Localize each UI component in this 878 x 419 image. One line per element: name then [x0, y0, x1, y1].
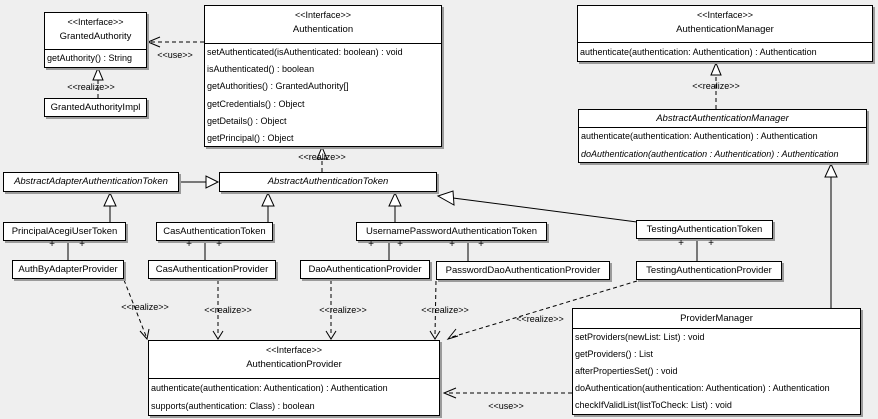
- class-provider-manager[interactable]: ProviderManager setProviders(newList: Li…: [572, 308, 861, 415]
- class-auth-by-adapter-provider[interactable]: AuthByAdapterProvider: [12, 260, 124, 279]
- use-label-bottom: <<use>>: [488, 401, 524, 411]
- class-granted-authority[interactable]: <<Interface>> GrantedAuthority getAuthor…: [44, 12, 147, 68]
- multiplicity-label: +: [79, 239, 85, 250]
- class-cas-authentication-provider[interactable]: CasAuthenticationProvider: [148, 260, 276, 279]
- realize-label-cas: <<realize>>: [204, 305, 252, 315]
- method-label: doAuthentication(authentication: Authent…: [575, 383, 830, 393]
- realize-label-manager: <<realize>>: [692, 81, 740, 91]
- realize-label-authbyadapter: <<realize>>: [121, 302, 169, 312]
- class-authentication-manager[interactable]: <<Interface>> AuthenticationManager auth…: [577, 5, 873, 62]
- stereotype-label: <<Interface>>: [265, 345, 323, 355]
- use-edge-providermanager-authenticationprovider: [442, 387, 572, 399]
- class-name: GrantedAuthority: [59, 31, 132, 42]
- class-cas-authentication-token[interactable]: CasAuthenticationToken: [156, 222, 273, 241]
- method-label: getProviders() : List: [575, 349, 654, 359]
- generalization-edge-principal-token: [103, 191, 117, 222]
- method-label: authenticate(authentication: Authenticat…: [580, 47, 817, 57]
- class-granted-authority-impl[interactable]: GrantedAuthorityImpl: [44, 98, 147, 117]
- method-label: doAuthentication(authentication : Authen…: [581, 148, 839, 159]
- class-testing-authentication-token[interactable]: TestingAuthenticationToken: [636, 220, 773, 239]
- class-password-dao-authentication-provider[interactable]: PasswordDaoAuthenticationProvider: [436, 261, 610, 280]
- class-name: AbstractAuthenticationManager: [579, 110, 866, 128]
- method-label: setAuthenticated(isAuthenticated: boolea…: [207, 47, 403, 57]
- realize-label-dao: <<realize>>: [319, 305, 367, 315]
- class-authentication-provider[interactable]: <<Interface>> AuthenticationProvider aut…: [148, 340, 440, 416]
- class-dao-authentication-provider[interactable]: DaoAuthenticationProvider: [300, 260, 430, 279]
- class-name: TestingAuthenticationToken: [646, 224, 763, 235]
- class-name: AbstractAdapterAuthenticationToken: [14, 176, 168, 187]
- generalization-edge-cas-token: [261, 191, 275, 222]
- stereotype-label: <<Interface>>: [67, 17, 124, 27]
- multiplicity-label: +: [708, 238, 714, 249]
- class-name: AuthByAdapterProvider: [18, 264, 118, 275]
- class-name: UsernamePasswordAuthenticationToken: [365, 226, 538, 237]
- class-header: <<Interface>> GrantedAuthority: [45, 13, 146, 50]
- class-abstract-authentication-manager[interactable]: AbstractAuthenticationManager authentica…: [578, 109, 867, 163]
- method-label: getAuthority() : String: [47, 53, 133, 63]
- stereotype-label: <<Interface>>: [696, 10, 754, 20]
- class-name: GrantedAuthorityImpl: [50, 102, 141, 113]
- realize-label-testing: <<realize>>: [516, 314, 564, 324]
- class-username-password-authentication-token[interactable]: UsernamePasswordAuthenticationToken: [356, 222, 547, 241]
- use-edge-authentication-grantedauthority: [146, 36, 204, 48]
- method-label: isAuthenticated() : boolean: [207, 64, 315, 75]
- generalization-edge-testing-token: [436, 190, 638, 223]
- class-header: <<Interface>> AuthenticationManager: [578, 6, 872, 43]
- method-label: getAuthorities() : GrantedAuthority[]: [207, 81, 349, 92]
- multiplicity-label: +: [186, 239, 192, 250]
- method-label: getPrincipal() : Object: [207, 133, 294, 144]
- class-header: <<Interface>> Authentication: [205, 6, 441, 44]
- generalization-edge-usernamepassword-token: [388, 191, 402, 222]
- multiplicity-label: +: [49, 239, 55, 250]
- class-name: AuthenticationManager: [676, 24, 774, 35]
- realize-label-grantedauthority: <<realize>>: [67, 82, 115, 92]
- method-label: authenticate(authentication: Authenticat…: [151, 383, 388, 393]
- class-authentication[interactable]: <<Interface>> Authentication setAuthenti…: [204, 5, 442, 147]
- generalization-edge-adapter-token: [179, 175, 220, 189]
- multiplicity-label: +: [397, 239, 403, 250]
- class-name: DaoAuthenticationProvider: [308, 264, 422, 275]
- class-name: PasswordDaoAuthenticationProvider: [445, 265, 601, 276]
- class-name: ProviderManager: [573, 309, 860, 329]
- method-label: authenticate(authentication: Authenticat…: [581, 131, 818, 141]
- multiplicity-label: +: [478, 239, 484, 250]
- method-label: afterPropertiesSet() : void: [575, 366, 678, 376]
- class-name: AuthenticationProvider: [246, 359, 342, 370]
- class-header: <<Interface>> AuthenticationProvider: [149, 341, 439, 379]
- method-label: supports(authentication: Class) : boolea…: [151, 401, 315, 411]
- realize-label-token: <<realize>>: [298, 152, 346, 162]
- multiplicity-label: +: [678, 238, 684, 249]
- use-label-top: <<use>>: [157, 50, 193, 60]
- class-principal-acegi-user-token[interactable]: PrincipalAcegiUserToken: [3, 222, 126, 241]
- multiplicity-label: +: [368, 239, 374, 250]
- method-label: checkIfValidList(listToCheck: List) : vo…: [575, 400, 732, 410]
- class-name: Authentication: [292, 24, 354, 35]
- class-abstract-authentication-token[interactable]: AbstractAuthenticationToken: [219, 172, 437, 192]
- class-name: AbstractAuthenticationToken: [267, 176, 389, 187]
- class-abstract-adapter-authentication-token[interactable]: AbstractAdapterAuthenticationToken: [3, 172, 179, 192]
- realize-label-passworddao: <<realize>>: [421, 305, 469, 315]
- class-name: PrincipalAcegiUserToken: [11, 226, 118, 237]
- method-label: getCredentials() : Object: [207, 98, 305, 109]
- multiplicity-label: +: [449, 239, 455, 250]
- method-label: setProviders(newList: List) : void: [575, 332, 705, 342]
- method-label: getDetails() : Object: [207, 115, 287, 126]
- class-name: CasAuthenticationProvider: [155, 264, 269, 275]
- multiplicity-label: +: [216, 239, 222, 250]
- stereotype-label: <<Interface>>: [294, 10, 352, 20]
- class-testing-authentication-provider[interactable]: TestingAuthenticationProvider: [636, 261, 782, 280]
- class-name: CasAuthenticationToken: [163, 226, 266, 237]
- generalization-edge-providermanager: [824, 162, 838, 308]
- class-name: TestingAuthenticationProvider: [646, 265, 772, 276]
